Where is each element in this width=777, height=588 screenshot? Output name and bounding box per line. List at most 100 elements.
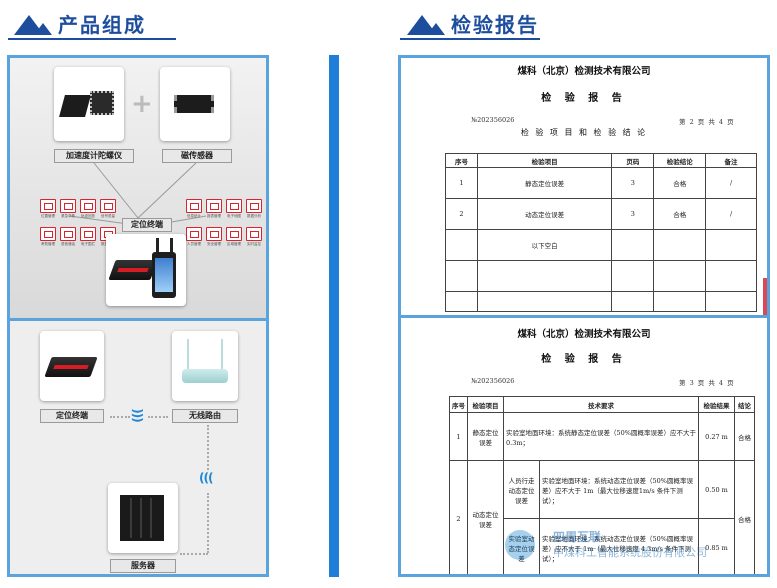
terminal-device-image (108, 260, 158, 280)
product-composition-header: 产品组成 (14, 8, 146, 38)
feature-item: 考勤管理 (40, 227, 56, 247)
feature-item: 信号质量 (100, 199, 116, 219)
imu-card (54, 67, 124, 141)
feature-caption: 语音通话 (61, 242, 75, 246)
report-panel: 煤科（北京）检测技术有限公司 检 验 报 告 №202356026 第 2 页 … (398, 55, 770, 577)
triangle-small-icon (427, 23, 445, 35)
bar-icon (246, 199, 262, 213)
report-page-3: 煤科（北京）检测技术有限公司 检 验 报 告 №202356026 第 3 页 … (401, 318, 767, 574)
page-info: 第 2 页 共 4 页 (679, 118, 735, 126)
table-header-row: 序号 检验项目 页码 检验结论 备注 (445, 153, 757, 168)
router-card (172, 331, 238, 401)
magnetometer-label: 磁传感器 (162, 149, 232, 163)
router-label: 无线路由 (172, 409, 238, 423)
wifi-icon: ))) (200, 471, 214, 485)
feature-item: 电子地图 (226, 199, 242, 219)
feature-caption: 电子地图 (227, 214, 241, 218)
report-title: 检 验 报 告 (541, 93, 627, 104)
feature-item: 电子围栏 (80, 227, 96, 247)
router-image (182, 369, 228, 383)
terminal-label: 定位终端 (122, 218, 172, 232)
section-title: 产品组成 (58, 13, 146, 37)
product-panel: + 加速度计陀螺仪 磁传感器 位置管理紧急求救轨迹回放信号质量考勤管理语音通话电… (7, 55, 269, 577)
map-icon (226, 227, 242, 241)
table-row (445, 260, 757, 292)
feature-item: 紧急求救 (60, 199, 76, 219)
company-name: 煤科（北京）检测技术有限公司 (517, 329, 651, 340)
product-top-section: + 加速度计陀螺仪 磁传感器 位置管理紧急求救轨迹回放信号质量考勤管理语音通话电… (10, 58, 266, 318)
feature-caption: 信号质量 (101, 214, 115, 218)
page-info: 第 3 页 共 4 页 (679, 379, 735, 387)
terminal-label: 定位终端 (40, 409, 104, 423)
test-details-table: 序号 检验项目 技术要求 检验结果 结论 1 静态定位误差 实验室地面环境：系统… (449, 396, 755, 574)
feature-caption: 实时监控 (247, 242, 261, 246)
feature-item: 语音通话 (60, 227, 76, 247)
feature-caption: 紧急求救 (61, 214, 75, 218)
voice-icon (60, 227, 76, 241)
report-subtitle: 检 验 项 目 和 检 验 结 论 (520, 128, 648, 137)
table-row: 2 动态定位误差 人员行走动态定位误差 实验室地面环境：系统动态定位误差（50%… (449, 460, 755, 574)
list-icon (186, 199, 202, 213)
table-row: 1 静态定位误差 3 合格 / (445, 167, 757, 199)
results-summary-table: 序号 检验项目 页码 检验结论 备注 1 静态定位误差 3 合格 / 2 动态定… (445, 153, 757, 312)
touch-icon (80, 199, 96, 213)
feature-item: 安全管理 (206, 227, 222, 247)
triangle-small-icon (34, 23, 52, 35)
feature-item: 报表管理 (206, 199, 222, 219)
table-header-row: 序号 检验项目 技术要求 检验结果 结论 (449, 396, 755, 413)
handheld-device-image (152, 252, 176, 298)
feature-caption: 报表管理 (207, 214, 221, 218)
feature-caption: 位置管理 (41, 214, 55, 218)
table-row: 以下空白 (445, 229, 757, 261)
feature-icons-left: 位置管理紧急求救轨迹回放信号质量考勤管理语音通话电子围栏数据统计 (40, 199, 116, 247)
chip-image (90, 91, 114, 115)
server-card (108, 483, 178, 553)
feature-item: 人员管理 (186, 227, 202, 247)
divider-bar (329, 55, 339, 577)
section-title: 检验报告 (451, 13, 539, 37)
page-divider (401, 315, 767, 318)
stamp-icon (206, 227, 222, 241)
terminal-card (106, 234, 186, 306)
terminal-device-image (44, 357, 98, 377)
feature-item: 位置管理 (40, 199, 56, 219)
terminal-card (40, 331, 104, 401)
gps-icon (40, 199, 56, 213)
wifi-icon: ))) (130, 408, 145, 422)
feature-caption: 安全管理 (207, 242, 221, 246)
product-bottom-section: 定位终端 无线路由 ))) ))) 服务器 (10, 321, 266, 574)
building-icon (226, 199, 242, 213)
feature-item: 数据分析 (246, 199, 262, 219)
feature-caption: 轨迹回放 (81, 214, 95, 218)
user-icon (186, 227, 202, 241)
alarm-icon (60, 199, 76, 213)
table-row: 2 动态定位误差 3 合格 / (445, 198, 757, 230)
watermark: 四周互联 中煤科工智能系统股份有限公司 (501, 520, 761, 570)
signal-icon (100, 199, 116, 213)
magnetometer-card (160, 67, 230, 141)
chart-icon (206, 199, 222, 213)
feature-caption: 区域管理 (227, 242, 241, 246)
feature-caption: 电子围栏 (81, 242, 95, 246)
header-underline (400, 38, 540, 40)
table-row (445, 291, 757, 312)
connector-lines (69, 162, 207, 225)
feature-caption: 考勤管理 (41, 242, 55, 246)
report-page-2: 煤科（北京）检测技术有限公司 检 验 报 告 №202356026 第 2 页 … (401, 58, 767, 315)
lock-icon (80, 227, 96, 241)
imu-label: 加速度计陀螺仪 (54, 149, 134, 163)
inspection-report-header: 检验报告 (407, 8, 539, 38)
feature-item: 信息统计 (186, 199, 202, 219)
report-number: №202356026 (471, 116, 515, 124)
feature-caption: 数据分析 (247, 214, 261, 218)
feature-item: 区域管理 (226, 227, 242, 247)
watermark-logo-icon (505, 530, 535, 560)
chip-image (174, 95, 214, 113)
company-name: 煤科（北京）检测技术有限公司 (517, 66, 651, 77)
report-title: 检 验 报 告 (541, 354, 627, 365)
chip-image (59, 95, 91, 117)
panel-divider (10, 318, 266, 321)
server-image (120, 495, 164, 541)
feature-item: 实时监控 (246, 227, 262, 247)
feature-caption: 信息统计 (187, 214, 201, 218)
